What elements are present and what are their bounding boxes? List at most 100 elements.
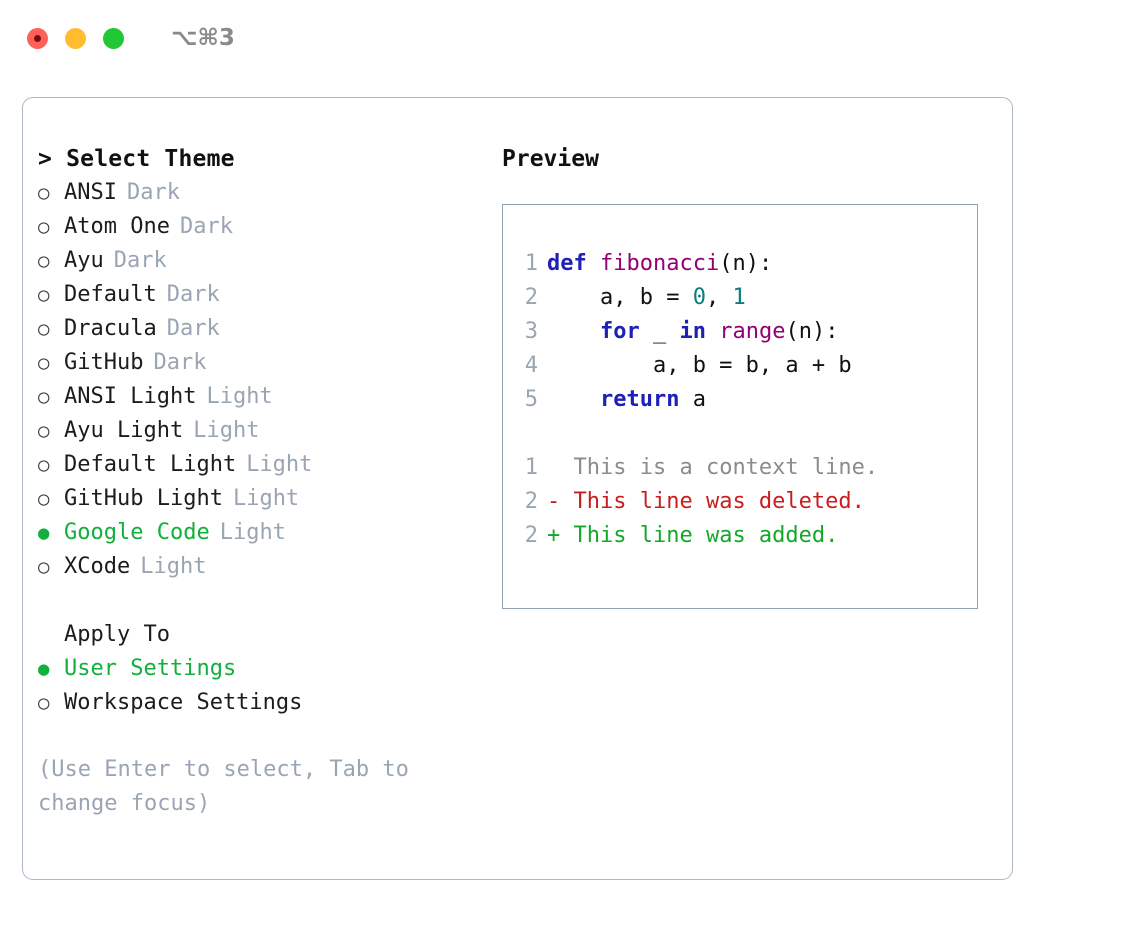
theme-variant-badge: Dark [166, 282, 220, 307]
diff-marker: - [547, 489, 574, 514]
apply-to-option-label: Workspace Settings [64, 690, 303, 715]
diff-text: This line was deleted. [573, 489, 865, 514]
theme-variant-badge: Dark [126, 180, 180, 205]
code-token-pl: a [679, 387, 706, 412]
code-token-num: 1 [732, 285, 746, 310]
theme-variant-badge: Dark [166, 316, 220, 341]
theme-option-label: Atom One [64, 214, 170, 239]
theme-option-ansi[interactable]: ○ ANSI Dark [38, 176, 488, 210]
theme-option-label: XCode [64, 554, 131, 579]
line-number: 1 [524, 251, 538, 276]
diff-line-content: + This line was added. [547, 519, 838, 553]
close-icon[interactable] [27, 27, 48, 49]
code-token-pl: a, b = [547, 285, 693, 310]
code-token-num: 0 [692, 285, 706, 310]
radio-unselected-icon: ○ [38, 420, 50, 442]
code-token-pl: , [705, 285, 733, 310]
traffic-light-buttons [27, 27, 124, 49]
select-theme-header: > Select Theme [38, 146, 235, 172]
code-token-kw: def [547, 251, 600, 276]
theme-option-label: GitHub Light [64, 486, 223, 511]
code-line: 2 a, b = 0, 1 [503, 281, 979, 315]
code-token-fn: range [719, 319, 786, 344]
line-number: 2 [524, 489, 538, 514]
line-number: 2 [524, 285, 538, 310]
theme-variant-badge: Light [193, 418, 260, 443]
diff-marker [547, 455, 574, 480]
code-token-pl [706, 319, 719, 344]
diff-marker: + [547, 523, 574, 548]
theme-option-label: ANSI [64, 180, 117, 205]
preview-header: Preview [502, 146, 599, 172]
theme-option-label: Default [64, 282, 157, 307]
theme-variant-badge: Light [232, 486, 300, 511]
diff-line-add: 2+ This line was added. [503, 519, 979, 553]
code-line: 4 a, b = b, a + b [503, 349, 979, 383]
theme-variant-badge: Dark [179, 214, 233, 239]
radio-unselected-icon: ○ [38, 318, 50, 340]
code-line-text: a, b = b, a + b [547, 349, 852, 383]
theme-variant-badge: Light [140, 554, 207, 579]
radio-unselected-icon: ○ [38, 182, 50, 204]
theme-option-ayu-light[interactable]: ○ Ayu Light Light [38, 414, 488, 448]
code-token-pl: (n): [719, 251, 773, 276]
minimize-icon[interactable] [65, 27, 86, 49]
radio-unselected-icon: ○ [38, 250, 50, 272]
code-line: 1 def fibonacci(n): [503, 247, 979, 281]
diff-text: This is a context line. [573, 455, 879, 480]
code-token-pl: (n): [785, 319, 839, 344]
theme-option-label: Default Light [64, 452, 237, 477]
theme-option-label: ANSI Light [64, 384, 197, 409]
code-line: 5 return a [503, 383, 979, 417]
radio-unselected-icon: ○ [38, 556, 50, 578]
code-line-text: return a [547, 383, 706, 417]
apply-to-section: Apply To ●User Settings○Workspace Settin… [38, 618, 488, 720]
diff-text: This line was added. [573, 523, 839, 548]
code-token-kw: return [547, 387, 680, 412]
diff-line-ctx: 1 This is a context line. [503, 451, 979, 485]
code-token-kw: in [679, 319, 706, 344]
theme-option-label: Ayu [64, 248, 104, 273]
line-number: 3 [524, 319, 538, 344]
theme-variant-badge: Dark [153, 350, 207, 375]
window-shortcut-label: ⌥⌘3 [171, 25, 235, 51]
code-token-fn: fibonacci [599, 251, 720, 276]
apply-to-option-user-settings[interactable]: ●User Settings [38, 652, 488, 686]
diff-line-content: - This line was deleted. [547, 485, 865, 519]
theme-variant-badge: Light [246, 452, 313, 477]
code-line-text: def fibonacci(n): [547, 247, 772, 281]
code-line: 3 for _ in range(n): [503, 315, 979, 349]
theme-option-xcode[interactable]: ○ XCode Light [38, 550, 488, 584]
keyboard-hint-text: (Use Enter to select, Tab to change focu… [38, 757, 423, 816]
theme-option-label: GitHub [64, 350, 144, 375]
maximize-icon[interactable] [103, 27, 124, 49]
radio-selected-icon: ● [38, 522, 50, 544]
code-line-text: a, b = 0, 1 [547, 281, 746, 315]
theme-option-default[interactable]: ○ Default Dark [38, 278, 488, 312]
code-token-kw: for [547, 319, 640, 344]
line-number: 4 [524, 353, 538, 378]
theme-option-label: Ayu Light [64, 418, 184, 443]
code-token-pl: _ [639, 319, 680, 344]
radio-unselected-icon: ○ [38, 692, 50, 714]
line-number: 5 [524, 387, 538, 412]
apply-to-option-workspace-settings[interactable]: ○ Workspace Settings [38, 686, 488, 720]
radio-unselected-icon: ○ [38, 284, 50, 306]
radio-unselected-icon: ○ [38, 386, 50, 408]
code-diff-separator [503, 417, 979, 451]
theme-option-label: Google Code [64, 520, 210, 545]
